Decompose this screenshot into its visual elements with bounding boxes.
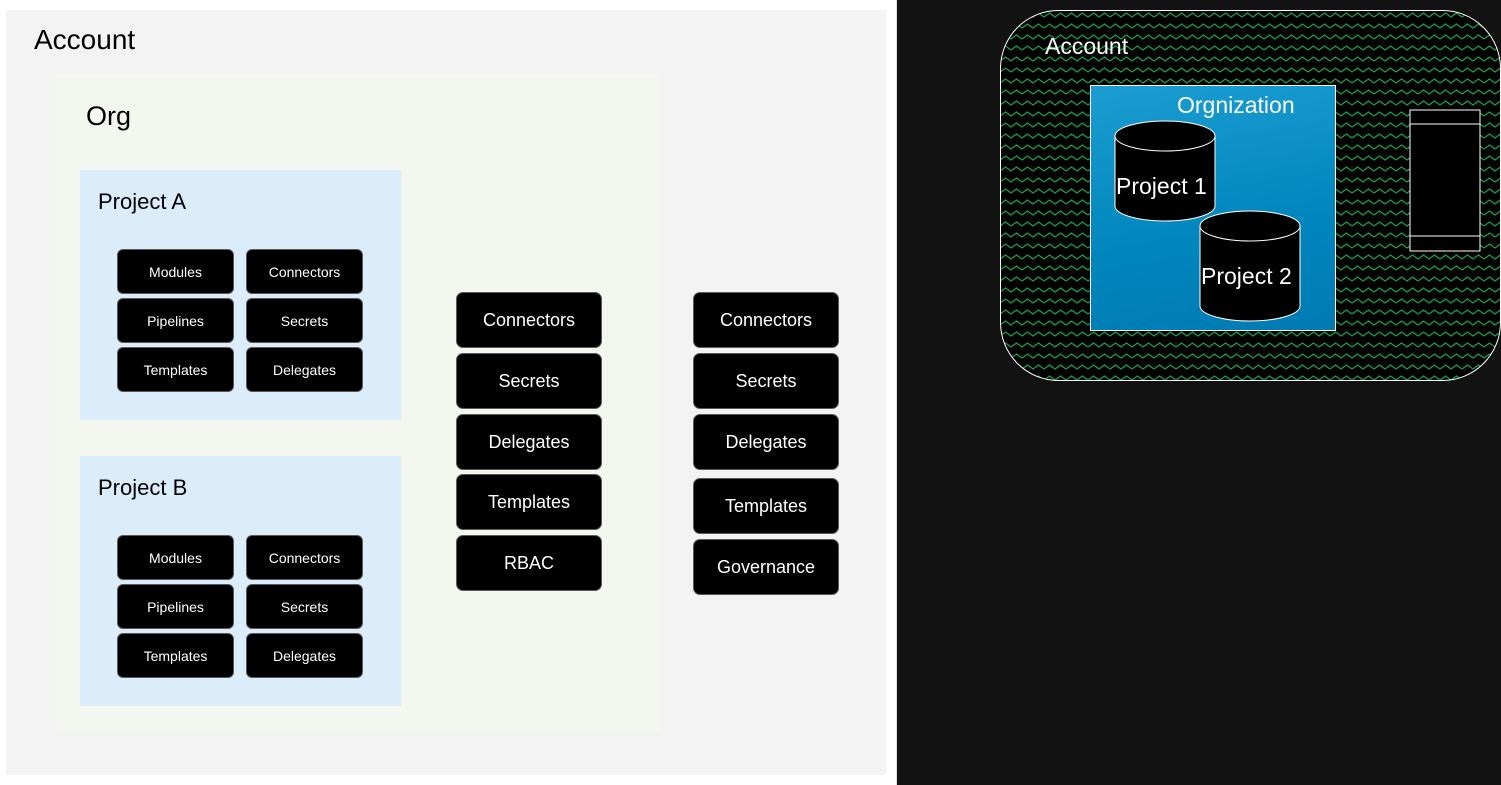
project-a-templates-tile[interactable]: Templates: [117, 347, 234, 392]
project-2-label: Project 2: [1201, 263, 1292, 289]
organization-shape-label: Orgnization: [1177, 92, 1295, 118]
project-b-pipelines-tile[interactable]: Pipelines: [117, 584, 234, 629]
project-a-modules-tile[interactable]: Modules: [117, 249, 234, 294]
vertical-bar-shape[interactable]: [1409, 109, 1481, 252]
org-delegates-tile[interactable]: Delegates: [456, 414, 602, 470]
project-a-connectors-tile[interactable]: Connectors: [246, 249, 363, 294]
org-rbac-tile[interactable]: RBAC: [456, 535, 602, 591]
account-shape-label: Account: [1045, 33, 1129, 59]
project-a-secrets-tile[interactable]: Secrets: [246, 298, 363, 343]
project-1-cylinder[interactable]: [1114, 120, 1217, 222]
project-b-title: Project B: [98, 475, 188, 500]
account-secrets-tile[interactable]: Secrets: [693, 353, 839, 409]
account-templates-tile[interactable]: Templates: [693, 478, 839, 534]
org-secrets-tile[interactable]: Secrets: [456, 353, 602, 409]
project-1-label: Project 1: [1116, 173, 1207, 199]
account-connectors-tile[interactable]: Connectors: [693, 292, 839, 348]
project-b-modules-tile[interactable]: Modules: [117, 535, 234, 580]
account-governance-tile[interactable]: Governance: [693, 539, 839, 595]
account-title: Account: [34, 24, 136, 55]
project-b-secrets-tile[interactable]: Secrets: [246, 584, 363, 629]
project-a-delegates-tile[interactable]: Delegates: [246, 347, 363, 392]
project-b-connectors-tile[interactable]: Connectors: [246, 535, 363, 580]
project-a-pipelines-tile[interactable]: Pipelines: [117, 298, 234, 343]
org-templates-tile[interactable]: Templates: [456, 474, 602, 530]
account-delegates-tile[interactable]: Delegates: [693, 414, 839, 470]
project-2-cylinder[interactable]: [1199, 210, 1302, 322]
project-b-delegates-tile[interactable]: Delegates: [246, 633, 363, 678]
org-connectors-tile[interactable]: Connectors: [456, 292, 602, 348]
org-title: Org: [86, 101, 132, 131]
project-b-templates-tile[interactable]: Templates: [117, 633, 234, 678]
project-a-title: Project A: [98, 189, 187, 214]
